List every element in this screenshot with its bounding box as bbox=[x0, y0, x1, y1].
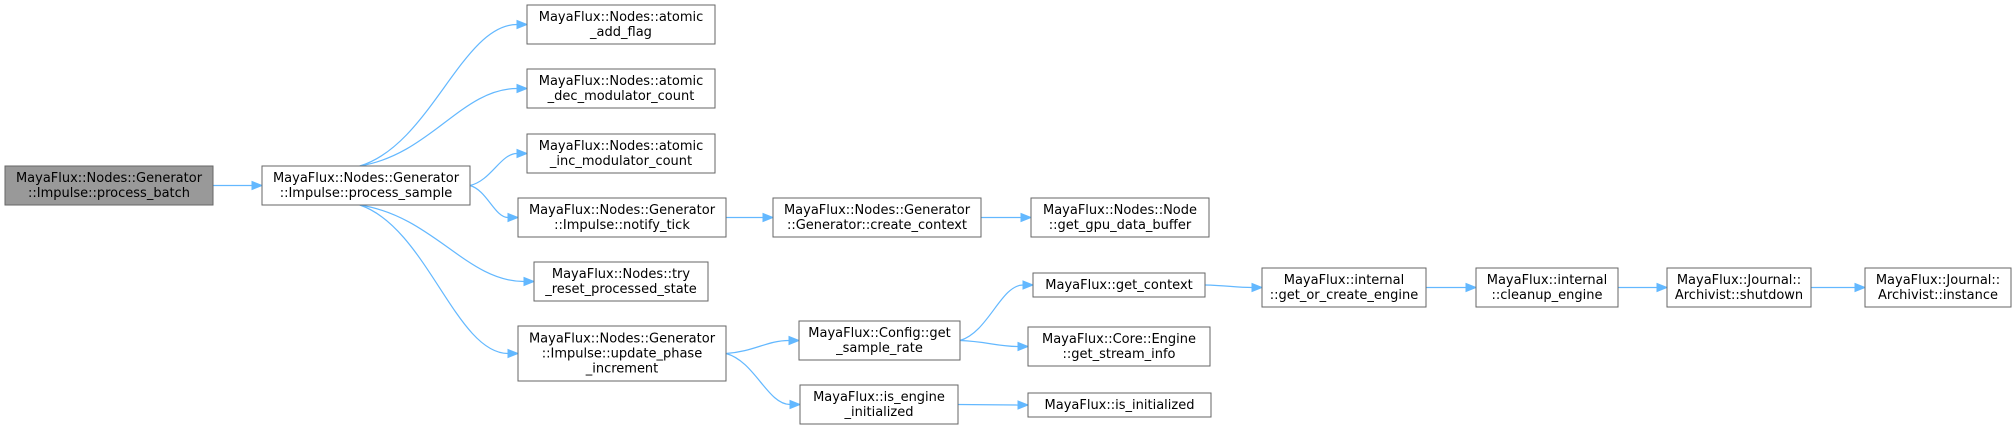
node-box bbox=[1027, 392, 1212, 418]
edge-process-sample-to-notify-tick bbox=[469, 184, 520, 223]
edge-get-context-to-get-or-create bbox=[1204, 282, 1264, 293]
node-label-line: ::get_gpu_data_buffer bbox=[1049, 218, 1192, 233]
node-label-line: _increment bbox=[585, 362, 659, 377]
node-box bbox=[1864, 267, 2012, 308]
node-label-line: _reset_processed_state bbox=[544, 282, 697, 297]
node-cleanup-engine[interactable]: MayaFlux::internal::cleanup_engine bbox=[1475, 267, 1619, 308]
node-label-line: MayaFlux::Config::get bbox=[808, 326, 950, 341]
node-box bbox=[798, 320, 961, 361]
node-label-line: MayaFlux::is_initialized bbox=[1045, 398, 1195, 413]
node-label-line: MayaFlux::Nodes::Generator bbox=[529, 332, 716, 347]
node-process-sample[interactable]: MayaFlux::Nodes::Generator::Impulse::pro… bbox=[261, 165, 471, 206]
edge-process-batch-to-process-sample bbox=[213, 180, 264, 191]
node-archivist-shutdown[interactable]: MayaFlux::Journal::Archivist::shutdown bbox=[1666, 267, 1812, 308]
node-label-line: ::Impulse::process_batch bbox=[28, 186, 190, 201]
edge-get-sample-rate-to-get-context bbox=[959, 280, 1035, 342]
node-label-line: Archivist::shutdown bbox=[1675, 288, 1803, 303]
node-box bbox=[533, 261, 709, 302]
node-box bbox=[1475, 267, 1619, 308]
edges-layer bbox=[213, 19, 1867, 410]
node-create-context[interactable]: MayaFlux::Nodes::Generator::Generator::c… bbox=[772, 197, 982, 238]
node-try-reset[interactable]: MayaFlux::Nodes::try_reset_processed_sta… bbox=[533, 261, 709, 302]
edge-process-sample-to-atomic-dec bbox=[359, 83, 529, 167]
node-label-line: MayaFlux::internal bbox=[1487, 273, 1608, 288]
node-label-line: MayaFlux::Nodes::try bbox=[552, 267, 691, 282]
edge-get-or-create-to-cleanup-engine bbox=[1426, 282, 1478, 293]
node-atomic-add-flag[interactable]: MayaFlux::Nodes::atomic_add_flag bbox=[526, 4, 716, 45]
node-label-line: MayaFlux::internal bbox=[1284, 273, 1405, 288]
node-box bbox=[526, 68, 716, 109]
node-label-line: _inc_modulator_count bbox=[549, 154, 692, 169]
node-label-line: MayaFlux::Nodes::atomic bbox=[539, 10, 704, 25]
node-box bbox=[517, 325, 727, 382]
edge-is-engine-init-to-is-initialized bbox=[957, 400, 1030, 410]
edge-process-sample-to-atomic-inc bbox=[469, 148, 529, 187]
node-box bbox=[517, 197, 727, 238]
node-box bbox=[799, 384, 959, 425]
nodes-layer: MayaFlux::Nodes::Generator::Impulse::pro… bbox=[4, 4, 2012, 425]
node-label-line: ::get_stream_info bbox=[1062, 347, 1175, 362]
node-process-batch: MayaFlux::Nodes::Generator::Impulse::pro… bbox=[4, 165, 214, 206]
node-get-or-create[interactable]: MayaFlux::internal::get_or_create_engine bbox=[1261, 267, 1427, 308]
node-get-stream-info[interactable]: MayaFlux::Core::Engine::get_stream_info bbox=[1027, 326, 1211, 367]
node-label-line: MayaFlux::Journal:: bbox=[1677, 273, 1801, 288]
node-label-line: MayaFlux::is_engine bbox=[813, 390, 945, 405]
node-box bbox=[1027, 326, 1211, 367]
node-is-initialized[interactable]: MayaFlux::is_initialized bbox=[1027, 392, 1212, 418]
node-label-line: _sample_rate bbox=[835, 341, 923, 356]
node-atomic-dec[interactable]: MayaFlux::Nodes::atomic_dec_modulator_co… bbox=[526, 68, 716, 109]
edge-archivist-shutdown-to-archivist-instance bbox=[1811, 282, 1867, 293]
node-label-line: MayaFlux::Journal:: bbox=[1876, 273, 2000, 288]
node-label-line: ::get_or_create_engine bbox=[1270, 288, 1419, 303]
node-label-line: MayaFlux::Nodes::Generator bbox=[273, 171, 460, 186]
node-box bbox=[4, 165, 214, 206]
node-label-line: MayaFlux::get_context bbox=[1045, 278, 1192, 293]
node-atomic-inc[interactable]: MayaFlux::Nodes::atomic_inc_modulator_co… bbox=[526, 133, 716, 174]
node-get-sample-rate[interactable]: MayaFlux::Config::get_sample_rate bbox=[798, 320, 961, 361]
node-label-line: MayaFlux::Nodes::Generator bbox=[784, 203, 971, 218]
node-box bbox=[772, 197, 982, 238]
node-label-line: ::Impulse::process_sample bbox=[280, 186, 453, 201]
node-box bbox=[526, 4, 716, 45]
node-label-line: ::Impulse::notify_tick bbox=[554, 218, 690, 233]
node-update-phase[interactable]: MayaFlux::Nodes::Generator::Impulse::upd… bbox=[517, 325, 727, 382]
node-label-line: ::Impulse::update_phase bbox=[542, 347, 702, 362]
edge-process-sample-to-atomic-add-flag bbox=[359, 19, 529, 167]
node-label-line: _add_flag bbox=[589, 25, 652, 40]
node-label-line: MayaFlux::Nodes::Generator bbox=[16, 171, 203, 186]
node-label-line: MayaFlux::Nodes::atomic bbox=[539, 74, 704, 89]
node-label-line: _dec_modulator_count bbox=[547, 89, 695, 104]
edge-cleanup-engine-to-archivist-shutdown bbox=[1618, 282, 1669, 293]
node-gpu-buffer[interactable]: MayaFlux::Nodes::Node::get_gpu_data_buff… bbox=[1030, 197, 1210, 238]
node-label-line: MayaFlux::Nodes::Node bbox=[1043, 203, 1197, 218]
node-label-line: _initialized bbox=[844, 405, 914, 420]
node-label-line: ::Generator::create_context bbox=[787, 218, 967, 233]
node-notify-tick[interactable]: MayaFlux::Nodes::Generator::Impulse::not… bbox=[517, 197, 727, 238]
edge-update-phase-to-is-engine-init bbox=[725, 352, 802, 410]
edge-notify-tick-to-create-context bbox=[726, 212, 775, 223]
node-archivist-instance[interactable]: MayaFlux::Journal::Archivist::instance bbox=[1864, 267, 2012, 308]
node-box bbox=[1666, 267, 1812, 308]
node-box bbox=[1030, 197, 1210, 238]
node-label-line: MayaFlux::Nodes::atomic bbox=[539, 139, 704, 154]
edge-get-sample-rate-to-get-stream-info bbox=[959, 339, 1030, 352]
node-label-line: ::cleanup_engine bbox=[1491, 288, 1602, 303]
edge-process-sample-to-try-reset bbox=[359, 204, 536, 287]
node-label-line: Archivist::instance bbox=[1878, 288, 1998, 303]
node-box bbox=[1032, 272, 1206, 298]
edge-process-sample-to-update-phase bbox=[359, 204, 520, 359]
node-box bbox=[261, 165, 471, 206]
node-is-engine-init[interactable]: MayaFlux::is_engine_initialized bbox=[799, 384, 959, 425]
node-label-line: MayaFlux::Core::Engine bbox=[1042, 332, 1196, 347]
edge-create-context-to-gpu-buffer bbox=[981, 212, 1033, 223]
node-get-context[interactable]: MayaFlux::get_context bbox=[1032, 272, 1206, 298]
edge-update-phase-to-get-sample-rate bbox=[725, 335, 801, 355]
node-box bbox=[526, 133, 716, 174]
node-box bbox=[1261, 267, 1427, 308]
node-label-line: MayaFlux::Nodes::Generator bbox=[529, 203, 716, 218]
